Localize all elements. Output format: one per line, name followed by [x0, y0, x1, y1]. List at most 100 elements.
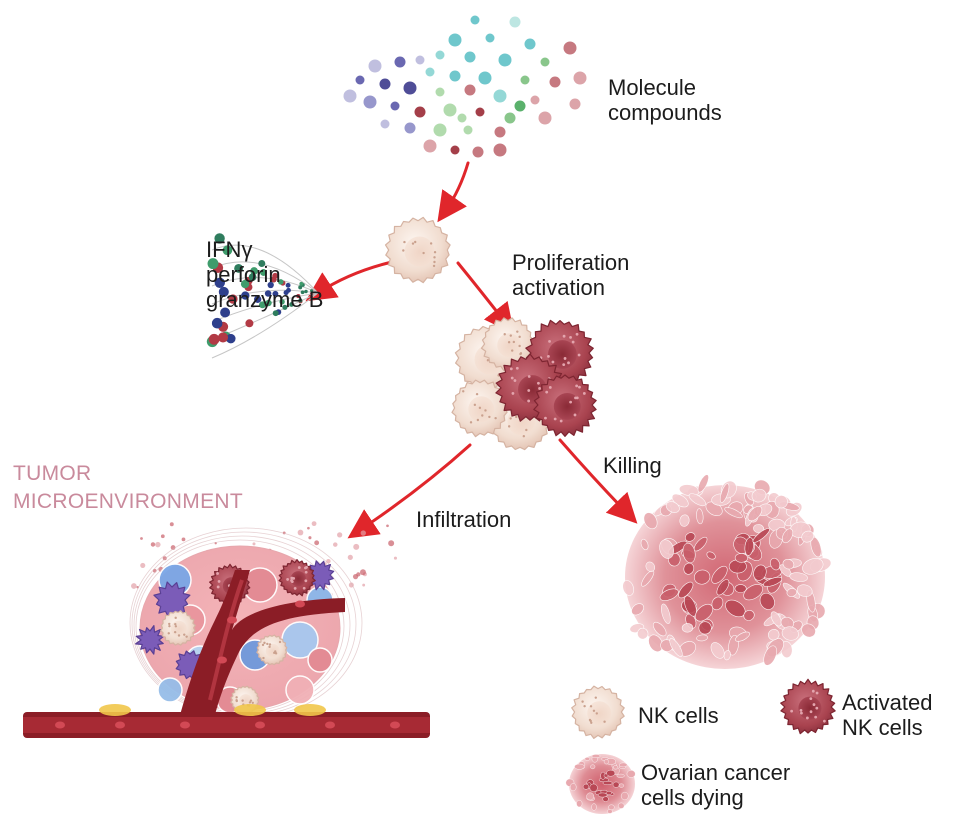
activated-nk-nucleus [553, 392, 581, 420]
molecule-dot [449, 70, 461, 82]
cytokine-granule [207, 258, 219, 270]
legend-activated-line2: NK cells [842, 715, 923, 740]
legend-dying-fragment [608, 804, 615, 811]
molecule-dot [520, 75, 530, 85]
cytokine-granule [264, 290, 272, 297]
molecule-dot [379, 78, 391, 90]
nk-cell-shape [571, 685, 625, 739]
activated-nk-granule [575, 332, 579, 336]
cytokine-granule [289, 302, 294, 307]
cytokine-granule [299, 281, 304, 286]
cancer-cell-fragment [693, 569, 711, 585]
activated-nk-granule [577, 353, 581, 357]
red-blood-cell [295, 600, 305, 608]
activated-nk-granule [293, 586, 297, 590]
molecule-dot [363, 95, 377, 109]
cytokine-granule [214, 277, 225, 288]
cytokine-granule [300, 290, 305, 295]
activated-nk-granule [559, 419, 563, 423]
blood-vessel-lumen [23, 717, 430, 733]
cytokine-granule [214, 233, 225, 244]
cancer-cell-fragment [796, 584, 813, 597]
cancer-cell-fragment [719, 483, 730, 503]
tme-particle [388, 540, 395, 547]
legend-dying-fragment [618, 783, 625, 788]
cytokine-granule [218, 286, 229, 297]
red-blood-cell [325, 721, 335, 729]
activated-nk-granule [297, 566, 301, 569]
tme-particle [314, 540, 320, 546]
activated-nk-granule [553, 417, 557, 421]
activated-nk-granule [515, 366, 519, 370]
molecule-dot [450, 145, 460, 155]
molecule-dot [448, 33, 462, 47]
infiltration-text: Infiltration [416, 507, 512, 532]
nk-cell-granule [177, 634, 181, 637]
nk-cell-granule [518, 335, 521, 339]
molecule-dot [343, 89, 357, 103]
activated-nk-cell-shape [278, 559, 316, 597]
cytokine-granule [298, 298, 303, 303]
molecule-compounds-cloud [343, 15, 587, 158]
molecule-dot [457, 113, 467, 123]
legend-dying-fragment [619, 762, 628, 768]
legend-dying-fragment [584, 757, 591, 761]
infiltration-label: Infiltration [416, 507, 511, 532]
nk-cell-granule [516, 330, 519, 333]
cancer-cell-fragment [786, 588, 798, 597]
cytokine-trail [211, 244, 319, 294]
molecule-dot [423, 139, 437, 153]
nk-cell-granule [422, 251, 425, 255]
activated-nk-granule [815, 691, 819, 695]
nk-cell-granule [262, 656, 265, 660]
nk-cell-granule [522, 435, 526, 438]
nk-cell-granule [590, 721, 593, 724]
legend-dying-fragment [616, 773, 625, 778]
cytokine-granule [248, 273, 257, 281]
cancer-cell-fragment [637, 627, 649, 640]
activated-nk-granule [527, 399, 531, 403]
tme-particle [333, 542, 338, 547]
cytokine-granule [254, 295, 262, 303]
myeloid-cell [135, 625, 165, 655]
molecule-dot [504, 112, 516, 124]
red-blood-cell [390, 721, 400, 729]
legend-dying-fragment [597, 792, 608, 798]
cancer-cell-fragment [774, 495, 788, 509]
legend-nk-label: NK cells [638, 703, 719, 728]
tme-particle [297, 529, 304, 536]
nk-cell-granule [473, 403, 477, 407]
molecule-dot [464, 84, 476, 96]
cancer-cell-fragment [645, 561, 656, 572]
proliferating-nk-cluster [451, 317, 597, 451]
tme-particle [308, 536, 312, 540]
legend-dying-fragment [626, 770, 636, 778]
molecule-dot [573, 71, 587, 85]
killing-text: Killing [603, 453, 662, 478]
molecule-dot [514, 100, 526, 112]
nk-cell-granule [251, 701, 254, 705]
cytokine-granule [265, 299, 272, 307]
activated-nk-granule [571, 340, 575, 344]
molecule-dot [478, 71, 492, 85]
molecule-dot [549, 76, 561, 88]
red-blood-cell [217, 656, 227, 664]
adipocyte [234, 704, 266, 716]
activated-nk-granule [290, 576, 294, 580]
nk-cell-granule [481, 414, 484, 417]
nk-cell-granule [185, 635, 188, 638]
activated-nk-granule [823, 719, 826, 723]
tme-particle [131, 583, 137, 589]
killing-label: Killing [603, 453, 662, 478]
tme-particle [162, 556, 167, 561]
activated-nk-granule [814, 715, 818, 719]
tme-particle [326, 558, 331, 564]
molecule-dot [524, 38, 536, 50]
cancer-cell-fragment [684, 532, 696, 542]
activated-nk-granule [575, 384, 579, 388]
arrow-molecules-to-nk [437, 161, 470, 223]
cancer-cell-fragment [659, 588, 679, 601]
activated-nk-granule [216, 585, 220, 589]
nk-cell-granule [518, 344, 521, 348]
cancer-cell-fragment [734, 553, 748, 563]
